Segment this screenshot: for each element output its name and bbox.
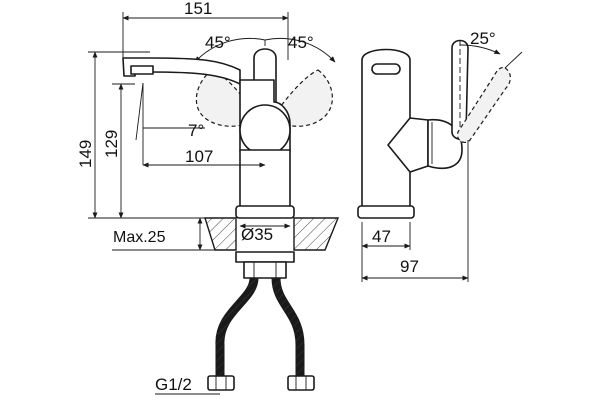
dim-angle-right: 45° bbox=[288, 33, 314, 52]
hose-left-braid bbox=[216, 277, 258, 378]
angle-25-leader bbox=[504, 51, 523, 69]
dim-height-spout: 129 bbox=[102, 130, 121, 158]
countertop-left bbox=[204, 217, 237, 251]
hose-fitting-right bbox=[287, 375, 315, 391]
arc-45-right bbox=[264, 37, 336, 63]
arc-45-left bbox=[194, 37, 266, 63]
dim-angle-tilt: 25° bbox=[470, 29, 496, 48]
dim-angle-spout: 7° bbox=[188, 121, 204, 140]
side-lever-ghost bbox=[456, 66, 511, 144]
mounting-nut bbox=[243, 261, 287, 279]
spout-aerator bbox=[130, 65, 154, 75]
dim-height-total: 149 bbox=[76, 140, 95, 168]
cartridge-housing bbox=[239, 104, 291, 156]
side-base-ring bbox=[357, 205, 415, 219]
dim-side-base: 47 bbox=[372, 227, 391, 246]
side-aerator bbox=[371, 63, 401, 75]
front-view: 151 45° 45° 7° 107 149 bbox=[76, 0, 340, 395]
dim-thread: G1/2 bbox=[155, 375, 192, 394]
dim-spout-reach: 107 bbox=[185, 147, 213, 166]
arc-25 bbox=[459, 44, 501, 55]
faucet-base-ring bbox=[235, 205, 295, 219]
side-cartridge-housing bbox=[387, 117, 429, 173]
dim-max-thickness: Max.25 bbox=[113, 229, 166, 246]
dim-angle-left: 45° bbox=[205, 33, 231, 52]
side-view: 25° 47 97 bbox=[357, 29, 523, 282]
countertop-right bbox=[293, 217, 340, 251]
hose-right-braid bbox=[272, 277, 304, 378]
dim-overall-width: 151 bbox=[184, 0, 212, 18]
mounting-washer bbox=[235, 251, 295, 263]
dim-side-depth: 97 bbox=[400, 257, 419, 276]
faucet-body-column bbox=[239, 149, 291, 213]
spout-angle-ray bbox=[135, 82, 144, 141]
dim-hole-diameter: Ø35 bbox=[241, 225, 273, 244]
hose-fitting-left bbox=[207, 375, 235, 391]
